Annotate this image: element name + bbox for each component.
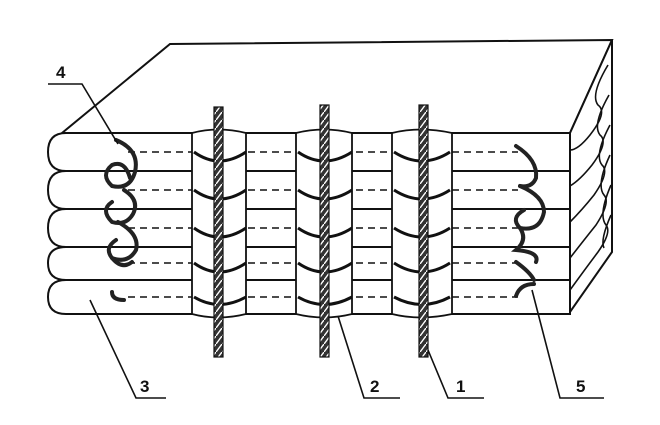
callout-1: 1 [456, 377, 465, 396]
leader-4 [48, 83, 119, 145]
kettle-stitch-right [510, 144, 547, 298]
leader-3 [89, 299, 166, 399]
callout-2: 2 [370, 377, 379, 396]
callout-3: 3 [140, 377, 149, 396]
kettle-stitch-left [104, 138, 139, 302]
cords [213, 104, 429, 358]
callout-labels: 4 3 2 1 5 [56, 63, 585, 396]
callout-leaders [48, 83, 604, 399]
callout-4: 4 [56, 63, 66, 82]
book-top-face [59, 38, 614, 134]
callout-5: 5 [576, 377, 585, 396]
cord-3 [418, 104, 429, 358]
leader-5 [531, 289, 604, 399]
fore-edge-waves [569, 64, 612, 291]
cord-2 [319, 104, 330, 358]
leader-1 [427, 349, 484, 399]
cord-1 [213, 106, 224, 358]
leader-2 [337, 315, 400, 399]
